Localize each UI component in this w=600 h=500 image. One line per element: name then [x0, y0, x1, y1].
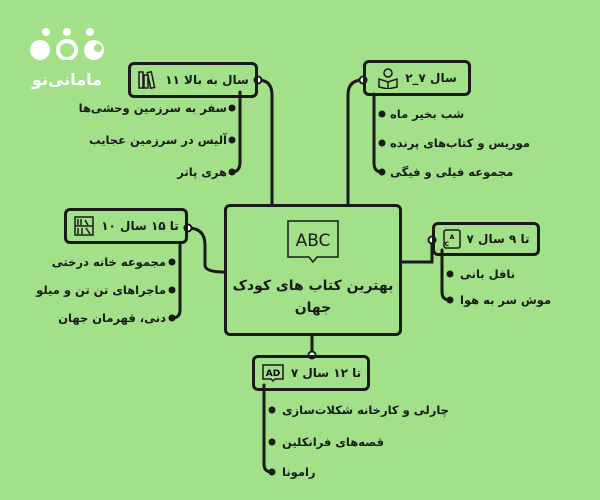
svg-text:A: A: [449, 234, 454, 241]
branch-label: سال ۷_۲: [405, 71, 457, 85]
logo-mark-icon: [30, 28, 104, 61]
list-item: موش سر به هوا: [460, 293, 552, 307]
svg-text:B C: B C: [443, 241, 450, 248]
list-item: قصه‌های فرانکلین: [282, 435, 385, 449]
list-item: چارلی و کارخانه شکلات‌سازی: [282, 403, 449, 417]
list-item: رامونا: [282, 465, 316, 479]
branch-age-7-9: تا ۹ سال ۷ AB C: [432, 222, 540, 256]
child-reading-icon: [378, 68, 398, 89]
list-item: مجموعه فیلی و فیگی: [390, 165, 514, 179]
list-item: نافل بانی: [460, 267, 516, 281]
list-item: آلیس در سرزمین عجایب: [89, 133, 227, 147]
brand-logo[interactable]: مامانی‌نو: [22, 20, 112, 89]
branch-label: سال به بالا ۱۱: [165, 73, 249, 87]
svg-text:AD: AD: [266, 369, 280, 379]
central-title: بهترین کتاب های کودک جهان: [232, 278, 394, 316]
list-item: سفر به سرزمین وحشی‌ها: [78, 101, 227, 115]
branch-age-7-12: تا ۱۲ سال ۷ AD: [252, 355, 370, 391]
branch-age-10-15: تا ۱۵ سال ۱۰: [64, 208, 188, 244]
list-item: دنی، قهرمان جهان: [58, 311, 166, 325]
branch-label: تا ۱۲ سال ۷: [290, 366, 362, 380]
abc-blocks-icon: AB C: [443, 229, 461, 249]
library-icon: [74, 216, 94, 236]
list-item: موریس و کتاب‌های پرنده: [390, 136, 530, 150]
branch-label: تا ۹ سال ۷: [466, 232, 530, 246]
branch-age-11-plus: سال به بالا ۱۱: [128, 62, 258, 98]
list-item: شب بخیر ماه: [390, 107, 465, 121]
list-item: هری پاتر: [177, 165, 227, 179]
branch-label: تا ۱۵ سال ۱۰: [101, 219, 179, 233]
list-item: ماجراهای تن تن و میلو: [36, 283, 166, 297]
branch-age-2-7: سال ۷_۲: [363, 60, 471, 96]
brand-name: مامانی‌نو: [31, 70, 103, 89]
list-item: مجموعه خانه درختی: [51, 255, 166, 269]
bookshelf-books-icon: [138, 70, 156, 90]
central-topic: ABC بهترین کتاب های کودک جهان: [224, 204, 402, 336]
abc-book-icon: ABC: [287, 220, 339, 264]
svg-text:ABC: ABC: [296, 231, 331, 251]
ad-book-icon: AD: [262, 364, 284, 383]
